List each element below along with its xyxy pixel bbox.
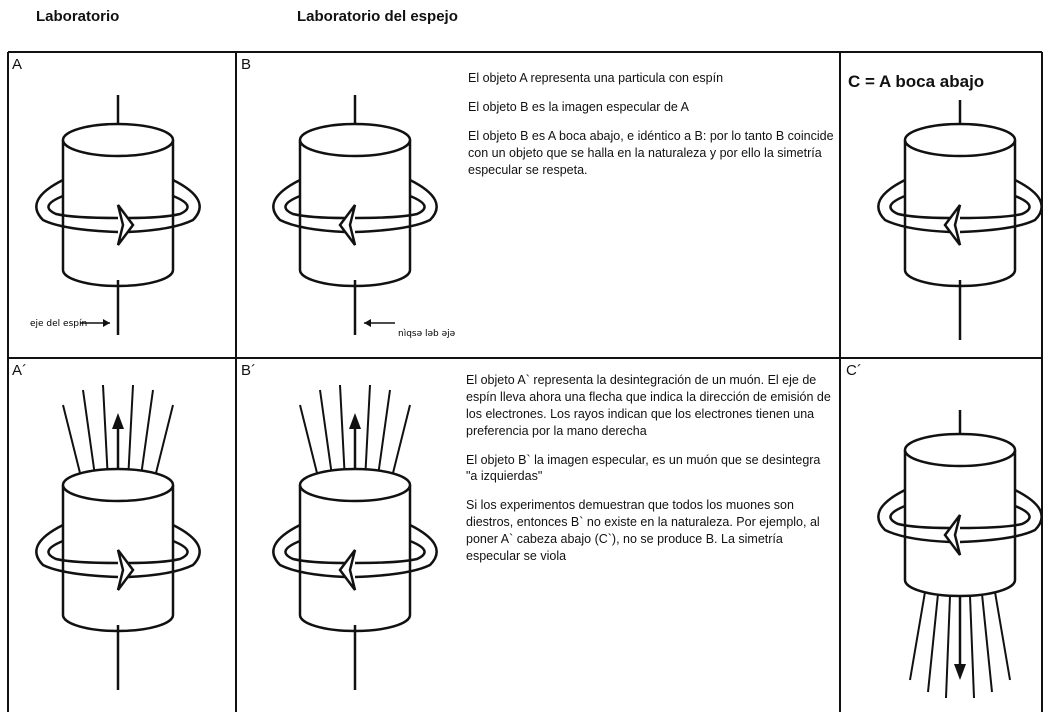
cell-label-a-prime: A´ [12,362,27,379]
cylinder-c-prime [877,410,1043,699]
cell-label-b-prime: B´ [241,362,256,379]
explanation-bottom-3: Si los experimentos demuestran que todos… [466,498,820,563]
cell-label-c-prime: C´ [846,362,862,379]
cell-label-a: A [12,56,23,73]
cylinder-a-prime [35,384,201,690]
axis-pointer-b [364,319,395,327]
cell-label-c: C = A boca abajo [848,72,985,91]
cylinder-c [877,100,1043,340]
explanation-top: El objeto A representa una particula con… [468,70,834,190]
explanation-bottom-1: El objeto A` representa la desintegració… [466,373,831,438]
cylinder-a [35,95,201,335]
header-laboratorio-espejo: Laboratorio del espejo [297,8,458,25]
cylinder-b [272,95,438,335]
explanation-top-3: El objeto B es A boca abajo, e idéntico … [468,128,834,177]
axis-label-b: nìqsə ləb əjə [398,329,456,339]
explanation-top-1: El objeto A representa una particula con… [468,71,724,85]
explanation-top-2: El objeto B es la imagen especular de A [468,99,689,114]
axis-pointer-a [80,319,110,327]
axis-label-a: eje del espín [30,319,87,329]
cell-label-b: B [241,56,252,73]
header-laboratorio: Laboratorio [36,8,120,25]
cylinder-b-prime [272,384,438,690]
explanation-bottom: El objeto A` representa la desintegració… [466,372,832,577]
explanation-bottom-2: El objeto B` la imagen especular, es un … [466,452,821,484]
grid-lines [7,51,1043,712]
